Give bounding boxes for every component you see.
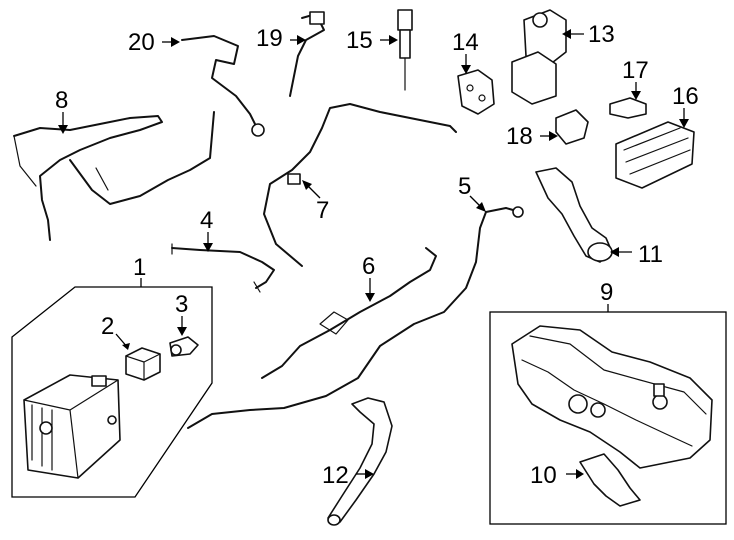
egr-cooler-16 — [615, 121, 695, 189]
callout-14: 14 — [452, 29, 479, 56]
callout-9: 9 — [600, 279, 613, 306]
group-box-1 — [11, 286, 213, 498]
arrow-13 — [562, 29, 571, 39]
callout-1: 1 — [133, 254, 146, 281]
arrow-4 — [203, 243, 213, 252]
gasket-18 — [555, 109, 589, 145]
callout-13: 13 — [588, 21, 615, 48]
hose-connector-3 — [169, 336, 199, 357]
arrow-6 — [365, 293, 375, 302]
gasket-10 — [579, 453, 641, 507]
arrow-17 — [631, 91, 641, 100]
arrow-2 — [122, 343, 130, 350]
callout-20: 20 — [128, 29, 155, 56]
sensor-harness-19 — [289, 13, 325, 97]
callout-12: 12 — [322, 462, 349, 489]
hose-4 — [171, 247, 275, 289]
gasket-17 — [609, 97, 647, 119]
tube-5 — [187, 207, 521, 429]
arrow-11 — [610, 247, 619, 257]
arrow-5 — [476, 202, 486, 212]
hose-12 — [327, 397, 393, 526]
intake-module — [511, 325, 713, 469]
arrow-12 — [365, 469, 374, 479]
purge-valve — [125, 347, 161, 381]
arrow-10 — [576, 469, 584, 479]
callout-19: 19 — [256, 25, 283, 52]
callout-4: 4 — [200, 207, 213, 234]
arrow-7 — [302, 180, 312, 190]
arrow-19 — [297, 35, 306, 45]
callout-8: 8 — [55, 87, 68, 114]
hose-11 — [535, 167, 613, 263]
callout-5: 5 — [458, 173, 471, 200]
sensor-15 — [397, 9, 413, 91]
callout-11: 11 — [638, 241, 663, 268]
harness-20 — [181, 35, 259, 131]
harness-8 — [13, 115, 163, 241]
arrow-8 — [58, 125, 68, 134]
callout-18: 18 — [506, 123, 533, 150]
vapor-line-6 — [261, 247, 437, 379]
arrow-20 — [171, 37, 180, 47]
egr-valve-13 — [511, 9, 567, 105]
hose-7 — [263, 103, 457, 267]
arrow-18 — [549, 131, 558, 141]
callout-16: 16 — [672, 83, 699, 110]
arrow-3 — [177, 327, 187, 336]
callout-15: 15 — [346, 27, 373, 54]
callout-2: 2 — [101, 313, 114, 340]
callout-10: 10 — [530, 462, 557, 489]
callout-7: 7 — [316, 197, 329, 224]
callout-3: 3 — [175, 291, 188, 318]
arrow-14 — [461, 65, 471, 74]
callout-17: 17 — [622, 57, 649, 84]
arrow-16 — [679, 119, 689, 128]
callout-6: 6 — [362, 253, 375, 280]
arrow-15 — [389, 35, 398, 45]
charcoal-canister — [23, 374, 121, 479]
gasket-14 — [457, 69, 495, 115]
